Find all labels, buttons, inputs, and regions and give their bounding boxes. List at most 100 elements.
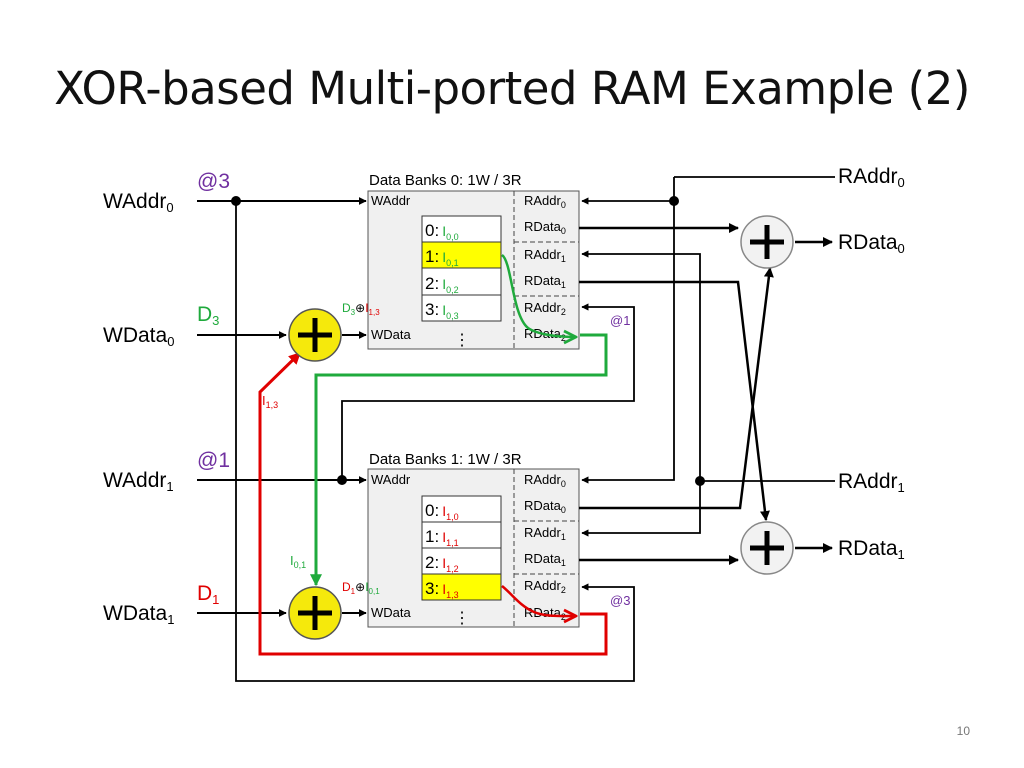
entry-sub: 1,1 [446,538,459,548]
junction-dot [337,475,347,485]
waddr1-to-bank0-raddr2-wire [341,303,635,480]
entry-index: 0: [425,221,439,240]
entry-index: 2: [425,553,439,572]
entry-sub: 1,0 [446,512,459,522]
entry-sub: 0,0 [446,232,459,242]
entry-index: 3: [425,579,439,598]
bank0-read-addr-note: @1 [610,313,630,328]
entry-index: 2: [425,274,439,293]
svg-text:2:I0,2: 2:I0,2 [425,274,459,295]
entry-var: I [442,555,446,571]
raddr0-label: RAddr0 [838,165,905,190]
raddr1-to-bank1-wire [581,481,701,537]
d1-label: D1 [197,582,219,607]
bank-0-entry: 1:I0,1 [421,241,502,269]
data-bank-0: Data Banks 0: 1W / 3R WAddr WData ⋮ 0:I0… [367,172,580,350]
entry-var: I [442,276,446,292]
bank-0-entry: 0:I0,0 [421,215,502,243]
read-xor-0 [740,215,794,269]
wdata0-label: WData0 [103,324,174,349]
red-wire-label: I1,3 [262,393,278,410]
bank-1-ellipsis: ⋮ [454,610,470,627]
slide-title: XOR-based Multi-ported RAM Example (2) [54,62,970,115]
entry-var: I [442,223,446,239]
bank-0-ellipsis: ⋮ [454,332,470,349]
svg-text:3:I1,3: 3:I1,3 [425,579,459,600]
entry-var: I [442,529,446,545]
raddr0-to-bank1-wire [581,201,675,484]
page-number: 10 [956,724,970,738]
entry-sub: 0,2 [446,285,459,295]
entry-var: I [442,503,446,519]
raddr1-label: RAddr1 [838,470,905,495]
bank-1-raddr0-port: RAddr0 [524,472,566,489]
raddr1-to-bank0-wire [581,250,701,481]
svg-text:1:I0,1: 1:I0,1 [425,247,459,268]
bank-1-raddr2-port: RAddr2 [524,578,566,595]
data-bank-1: Data Banks 1: 1W / 3R WAddr WData ⋮ 0:I1… [367,451,580,628]
bank-0-entry-cell [421,294,502,322]
bank-1-entry-cell [421,495,502,523]
write-xor-0 [288,308,342,362]
d3-label: D3 [197,303,219,328]
entry-var: I [442,581,446,597]
entry-sub: 1,3 [446,590,459,600]
green-wire-label: I0,1 [290,553,306,570]
bank1-read-path [501,585,576,616]
junction-dots [231,196,705,486]
rdata0-label: RData0 [838,231,905,256]
svg-text:0:I1,0: 0:I1,0 [425,501,459,522]
entry-index: 3: [425,300,439,319]
entry-sub: 0,3 [446,311,459,321]
svg-text:1:I1,1: 1:I1,1 [425,527,459,548]
addr-at3-label: @3 [197,170,230,193]
bank-0-entry: 2:I0,2 [421,267,502,296]
bank-1-entry-cell [421,547,502,575]
bank-0-raddr2-port: RAddr2 [524,300,566,317]
junction-dot [695,476,705,486]
bank-0-waddr-port: WAddr [371,193,411,208]
bank-1-rdata2-port: RData2 [524,605,566,622]
rdata1-label: RData1 [838,537,905,562]
bank-1-title: Data Banks 1: 1W / 3R [369,451,522,468]
red-feedback-wire [258,351,608,656]
svg-text:3:I0,3: 3:I0,3 [425,300,459,321]
bank1-read-addr-note: @3 [610,593,630,608]
black-wires [197,176,835,682]
red-wire [258,351,608,656]
raddr0-to-bank0-wire [581,177,675,205]
green-wire [310,253,608,587]
bank-1-entry: 2:I1,2 [421,547,502,575]
read-xor-1 [740,521,794,575]
entry-var: I [442,302,446,318]
bank-1-entry-cell [421,521,502,549]
bank-1-entry-cell-highlighted [421,573,502,601]
bank-0-raddr0-port: RAddr0 [524,193,566,210]
entry-index: 1: [425,527,439,546]
bank-1-raddr1-port: RAddr1 [524,525,566,542]
junction-dot [669,196,679,206]
bank-1-entry: 1:I1,1 [421,521,502,549]
entry-index: 0: [425,501,439,520]
bank0-rdata1-wire [579,280,770,521]
svg-text:0:I0,0: 0:I0,0 [425,221,459,242]
entry-var: I [442,249,446,265]
bank0-read-path [501,253,576,337]
waddr0-label: WAddr0 [103,190,174,215]
bank-0-rdata1-port: RData1 [524,273,566,290]
bank-0-title: Data Banks 0: 1W / 3R [369,172,522,189]
green-feedback-wire [310,333,608,587]
entry-sub: 1,2 [446,564,459,574]
bank-1-waddr-port: WAddr [371,472,411,487]
bank-1-wdata-port: WData [371,605,412,620]
svg-text:2:I1,2: 2:I1,2 [425,553,459,574]
bank-1-rdata0-port: RData0 [524,498,566,515]
bank-0-wdata-port: WData [371,327,412,342]
waddr1-label: WAddr1 [103,469,174,494]
junction-dot [231,196,241,206]
bank0-xor-expression: D3⊕I1,3 [342,301,380,317]
bank-0-raddr1-port: RAddr1 [524,247,566,264]
wdata1-label: WData1 [103,602,174,627]
bank1-xor-expression: D1⊕I0,1 [342,580,380,596]
